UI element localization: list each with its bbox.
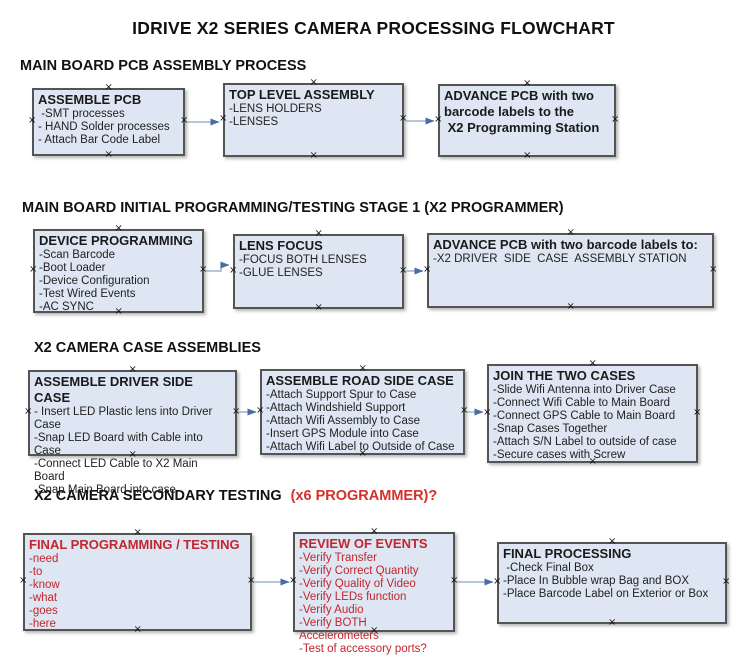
connection-handle-icon [370,528,377,535]
connection-handle-icon [608,538,615,545]
connection-handle-icon [180,117,187,124]
connection-handle-icon [105,84,112,91]
box-top-level-assembly: TOP LEVEL ASSEMBLY -LENS HOLDERS -LENSES [223,83,404,157]
box-final-programming-testing: FINAL PROGRAMMING / TESTING -need -to -k… [23,533,252,631]
box-title: TOP LEVEL ASSEMBLY [229,87,375,102]
box-items: -Check Final Box -Place In Bubble wrap B… [503,562,709,600]
box-title: LENS FOCUS [239,238,323,253]
box-final-processing: FINAL PROCESSING -Check Final Box -Place… [497,542,727,624]
connection-handle-icon [589,360,596,367]
connection-handle-icon [315,230,322,237]
connection-handle-icon [567,303,574,310]
box-items: -need -to -know -what -goes -here [29,553,60,630]
box-title: ASSEMBLE ROAD SIDE CASE [266,373,454,388]
connection-handle-icon [399,115,406,122]
connection-handle-icon [460,407,467,414]
connection-handle-icon [608,619,615,626]
flow-arrow [206,261,230,272]
box-title: REVIEW OF EVENTS [299,536,428,551]
connection-handle-icon [359,450,366,457]
box-device-programming: DEVICE PROGRAMMING -Scan Barcode -Boot L… [33,229,204,313]
section-heading-secondary-testing: X2 CAMERA SECONDARY TESTING (x6 PROGRAMME… [34,488,437,504]
box-items: -FOCUS BOTH LENSES -GLUE LENSES [239,254,367,279]
connection-handle-icon [115,308,122,315]
connection-handle-icon [256,407,263,414]
section-heading-pcb-assembly: MAIN BOARD PCB ASSEMBLY PROCESS [20,58,307,74]
connection-handle-icon [611,116,618,123]
connection-handle-icon [523,152,530,159]
connection-handle-icon [523,80,530,87]
connection-handle-icon [310,79,317,86]
section-heading-text: X2 CAMERA SECONDARY TESTING [34,488,282,504]
connection-handle-icon [567,229,574,236]
box-advance-pcb-driver-side-station: ADVANCE PCB with two barcode labels to: … [427,233,714,308]
box-items: -LENS HOLDERS -LENSES [229,103,322,128]
box-join-the-two-cases: JOIN THE TWO CASES -Slide Wifi Antenna i… [487,364,698,463]
connection-handle-icon [28,117,35,124]
connection-handle-icon [399,267,406,274]
connection-handle-icon [129,451,136,458]
box-title: DEVICE PROGRAMMING [39,233,193,248]
connection-handle-icon [493,578,500,585]
connection-handle-icon [693,409,700,416]
box-title: FINAL PROGRAMMING / TESTING [29,537,240,552]
connection-handle-icon [434,116,441,123]
connection-handle-icon [315,304,322,311]
box-items: -Scan Barcode -Boot Loader -Device Confi… [39,249,150,313]
connection-handle-icon [423,266,430,273]
box-assemble-driver-side-case: ASSEMBLE DRIVER SIDE CASE - Insert LED P… [28,370,239,496]
connection-handle-icon [289,577,296,584]
box-assemble-road-side-case: ASSEMBLE ROAD SIDE CASE -Attach Support … [260,369,465,455]
connection-handle-icon [370,627,377,634]
connection-handle-icon [589,458,596,465]
box-items: -Slide Wifi Antenna into Driver Case -Co… [493,384,677,461]
section-heading-initial-programming: MAIN BOARD INITIAL PROGRAMMING/TESTING S… [22,200,564,216]
connection-handle-icon [105,151,112,158]
connection-handle-icon [129,366,136,373]
connection-handle-icon [24,408,31,415]
connection-handle-icon [232,408,239,415]
page-title: IDRIVE X2 SERIES CAMERA PROCESSING FLOWC… [132,18,615,38]
connection-handle-icon [115,225,122,232]
connection-handle-icon [709,266,716,273]
box-title: ADVANCE PCB with two barcode labels to t… [444,88,600,135]
connection-handle-icon [199,266,206,273]
connection-handle-icon [134,626,141,633]
box-items: -X2 DRIVER SIDE CASE ASSEMBLY STATION [433,253,687,265]
box-items: -SMT processes - HAND Solder processes -… [38,108,170,146]
connection-handle-icon [483,409,490,416]
box-title: ASSEMBLE PCB [38,92,142,107]
connection-handle-icon [29,266,36,273]
box-assemble-pcb: ASSEMBLE PCB -SMT processes - HAND Solde… [32,88,185,156]
box-title: ADVANCE PCB with two barcode labels to: [433,237,698,252]
section-heading-case-assemblies: X2 CAMERA CASE ASSEMBLIES [34,340,261,356]
connection-handle-icon [450,577,457,584]
connection-handle-icon [134,529,141,536]
connection-handle-icon [359,365,366,372]
box-lens-focus: LENS FOCUS -FOCUS BOTH LENSES -GLUE LENS… [233,234,404,309]
connection-handle-icon [229,267,236,274]
box-items: - Insert LED Plastic lens into Driver Ca… [34,406,213,496]
box-review-of-events: REVIEW OF EVENTS -Verify Transfer -Verif… [293,532,457,655]
connection-handle-icon [310,152,317,159]
box-title: FINAL PROCESSING [503,546,632,561]
box-items: -Verify Transfer -Verify Correct Quantit… [299,552,427,655]
connection-handle-icon [722,578,729,585]
box-title: JOIN THE TWO CASES [493,368,636,383]
box-items: -Attach Support Spur to Case -Attach Win… [266,389,455,453]
connection-handle-icon [19,577,26,584]
box-title: ASSEMBLE DRIVER SIDE CASE [34,374,197,405]
box-advance-pcb-programming-station: ADVANCE PCB with two barcode labels to t… [438,84,616,157]
section-heading-red-suffix: (x6 PROGRAMMER)? [290,488,438,504]
connection-handle-icon [219,115,226,122]
connection-handle-icon [247,577,254,584]
